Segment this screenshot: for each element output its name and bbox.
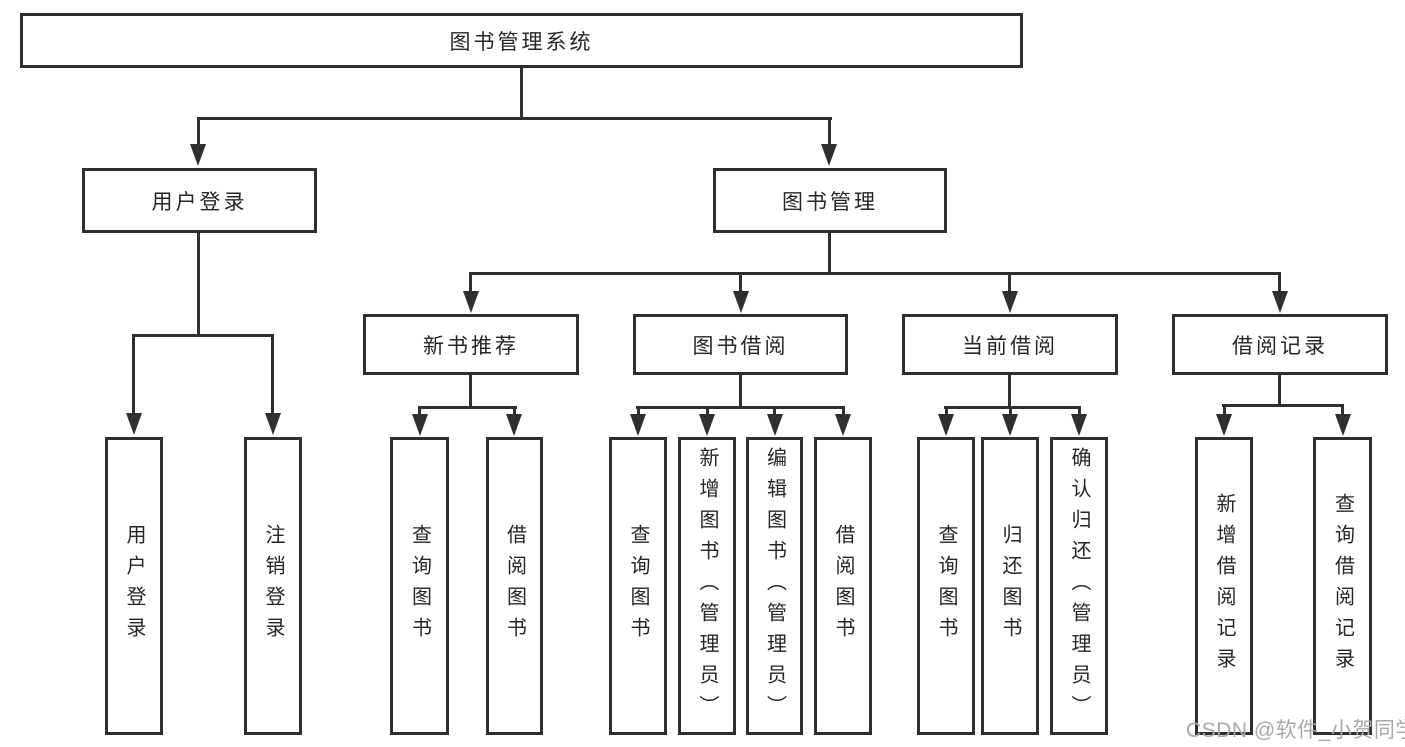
connector-arrow [938,414,954,436]
connector-line [418,406,517,409]
leaf-return-books: 归还图书 [981,437,1039,735]
connector-arrow [506,414,522,436]
leaf-query-borrow-record: 查询借阅记录 [1313,437,1372,735]
connector-line [842,406,845,416]
node-current-borrowing: 当前借阅 [902,314,1118,375]
node-library-management-system: 图书管理系统 [20,13,1023,68]
node-user-login: 用户登录 [82,168,317,233]
leaf-user-login: 用户登录 [105,437,163,735]
connector-arrow [190,144,206,166]
connector-arrow [126,413,142,435]
connector-arrow [1071,414,1087,436]
connector-line [271,334,274,415]
connector-arrow [1002,291,1018,313]
connector-arrow [699,414,715,436]
connector-arrow [733,291,749,313]
leaf-confirm-return-admin: 确认归还（管理员） [1050,437,1108,735]
connector-line [1341,404,1344,416]
connector-line [828,117,831,145]
node-book-borrowing: 图书借阅 [633,314,848,375]
connector-line [739,373,742,409]
connector-line [637,406,640,416]
leaf-edit-books-admin: 编辑图书（管理员） [746,437,803,735]
connector-arrow [1272,291,1288,313]
connector-line [132,334,135,415]
connector-line [1008,373,1011,409]
connector-line [773,406,776,416]
watermark: CSDN @软件_小贺同学 [1186,719,1405,742]
connector-line [1008,272,1011,292]
leaf-add-borrow-record: 新增借阅记录 [1195,437,1253,735]
connector-arrow [1002,414,1018,436]
connector-line [469,272,1281,275]
connector-arrow [821,144,837,166]
connector-line [1278,272,1281,292]
connector-line [469,272,472,292]
node-new-book-recommend: 新书推荐 [363,314,579,375]
leaf-borrow-books-2: 借阅图书 [814,437,872,735]
connector-arrow [630,414,646,436]
connector-line [706,406,709,416]
connector-line [1009,406,1012,416]
leaf-query-books-2: 查询图书 [609,437,667,735]
connector-arrow [835,414,851,436]
leaf-query-books-1: 查询图书 [390,437,449,735]
connector-line [1278,373,1281,407]
connector-line [418,406,421,416]
connector-arrow [463,291,479,313]
leaf-borrow-books-1: 借阅图书 [486,437,543,735]
connector-line [197,117,832,120]
connector-line [636,406,845,409]
connector-line [1078,406,1081,416]
node-book-management: 图书管理 [713,168,947,233]
leaf-logout: 注销登录 [244,437,302,735]
connector-arrow [412,414,428,436]
connector-line [1222,404,1344,407]
connector-line [828,231,831,275]
leaf-query-books-3: 查询图书 [917,437,975,735]
connector-arrow [265,413,281,435]
connector-line [197,231,200,337]
leaf-add-books-admin: 新增图书（管理员） [678,437,736,735]
connector-line [197,117,200,145]
connector-line [469,373,472,409]
connector-line [513,406,516,416]
node-borrowing-records: 借阅记录 [1172,314,1388,375]
connector-arrow [1216,414,1232,436]
connector-line [1223,404,1226,416]
connector-line [132,334,274,337]
connector-line [944,406,1081,409]
connector-line [945,406,948,416]
connector-line [739,272,742,292]
connector-arrow [767,414,783,436]
connector-line [520,68,523,120]
connector-arrow [1335,414,1351,436]
